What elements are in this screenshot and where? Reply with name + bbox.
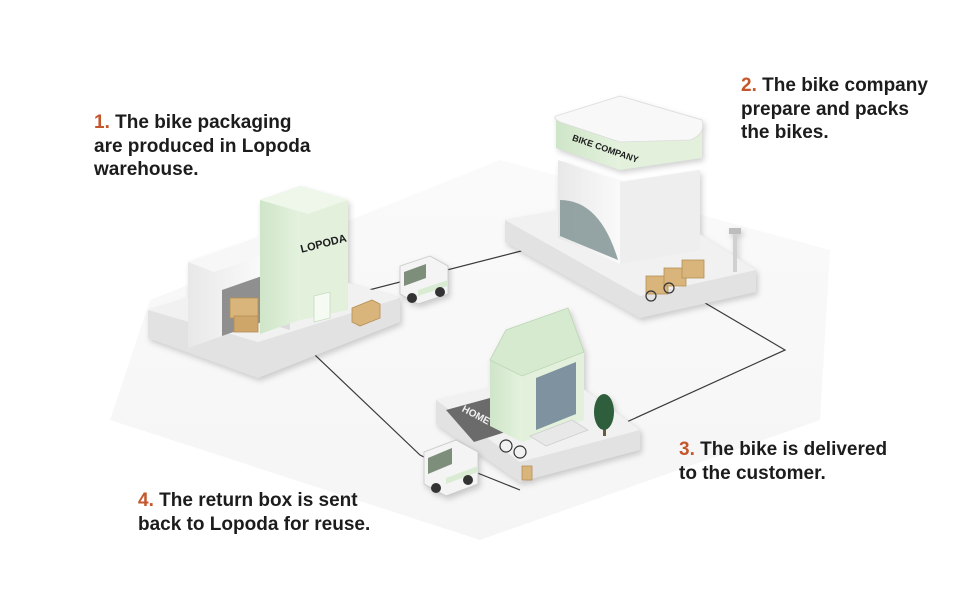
- van-wheel: [435, 287, 445, 297]
- step-2-line-1: 2. The bike company: [741, 74, 961, 98]
- step-1-line-3: warehouse.: [94, 159, 199, 180]
- step-4-text: The return box is sent: [159, 490, 358, 511]
- step-1-text: The bike packaging: [115, 112, 292, 133]
- van-stripe: [446, 466, 478, 484]
- company-roof: [554, 95, 704, 143]
- step-1-number: 1.: [94, 112, 110, 133]
- step-2-caption: 2. The bike company prepare and packs th…: [741, 74, 961, 145]
- lamp-head: [729, 228, 741, 234]
- tower-side: [300, 186, 348, 320]
- lamp-post: [733, 232, 737, 272]
- step-3-text: The bike is delivered: [700, 439, 888, 460]
- delivery-van-top: [399, 255, 449, 305]
- step-3-line-1: 3. The bike is delivered: [679, 438, 939, 462]
- bike-box: [681, 259, 705, 279]
- step-4-caption: 4. The return box is sent back to Lopoda…: [138, 489, 438, 536]
- van-wheel: [431, 483, 441, 493]
- bike-company-building: BIKE COMPANY: [505, 95, 756, 318]
- step-2-line-3: the bikes.: [741, 122, 829, 143]
- company-band-front: [556, 118, 620, 170]
- tower-front: [260, 186, 300, 334]
- delivery-van-bottom: [423, 439, 479, 497]
- step-3-caption: 3. The bike is delivered to the customer…: [679, 438, 939, 485]
- step-2-line-2: prepare and packs: [741, 98, 909, 120]
- step-1-caption: 1. The bike packaging are produced in Lo…: [94, 111, 354, 182]
- van-wheel: [463, 475, 473, 485]
- house-window: [536, 362, 576, 430]
- step-4-line-1: 4. The return box is sent: [138, 489, 438, 513]
- step-3-number: 3.: [679, 439, 695, 460]
- van-wheel: [407, 293, 417, 303]
- step-1-line-1: 1. The bike packaging: [94, 111, 354, 135]
- tree-trunk: [603, 424, 606, 436]
- tower-top: [260, 186, 348, 214]
- house-steps: [529, 419, 589, 447]
- bike-wheel: [645, 290, 657, 302]
- step-2-text: The bike company: [762, 75, 928, 96]
- step-2-number: 2.: [741, 75, 757, 96]
- stacked-box: [229, 297, 259, 319]
- home-building: HOME: [436, 307, 640, 482]
- van-window: [428, 448, 452, 474]
- stacked-box: [233, 315, 259, 333]
- return-box: [521, 465, 533, 481]
- van-stripe: [418, 280, 448, 296]
- step-4-line-2: back to Lopoda for reuse.: [138, 513, 371, 535]
- tower-door: [313, 291, 331, 323]
- tree-canopy: [594, 394, 614, 430]
- step-3-line-2: to the customer.: [679, 462, 826, 484]
- step-1-line-2: are produced in Lopoda: [94, 135, 311, 157]
- van-window: [404, 264, 426, 286]
- route-company-to-home: [619, 299, 787, 426]
- lopoda-warehouse: LOPODA: [148, 186, 400, 378]
- home-bike-wheel: [513, 445, 527, 459]
- pallet-box: [351, 299, 381, 327]
- house-front: [490, 360, 522, 442]
- home-bike-wheel: [499, 439, 513, 453]
- packed-bikes: [645, 259, 705, 302]
- company-lower-side: [620, 170, 700, 264]
- company-arch: [560, 200, 618, 260]
- step-4-number: 4.: [138, 490, 154, 511]
- house-roof: [489, 307, 585, 377]
- bike-wheel: [663, 282, 675, 294]
